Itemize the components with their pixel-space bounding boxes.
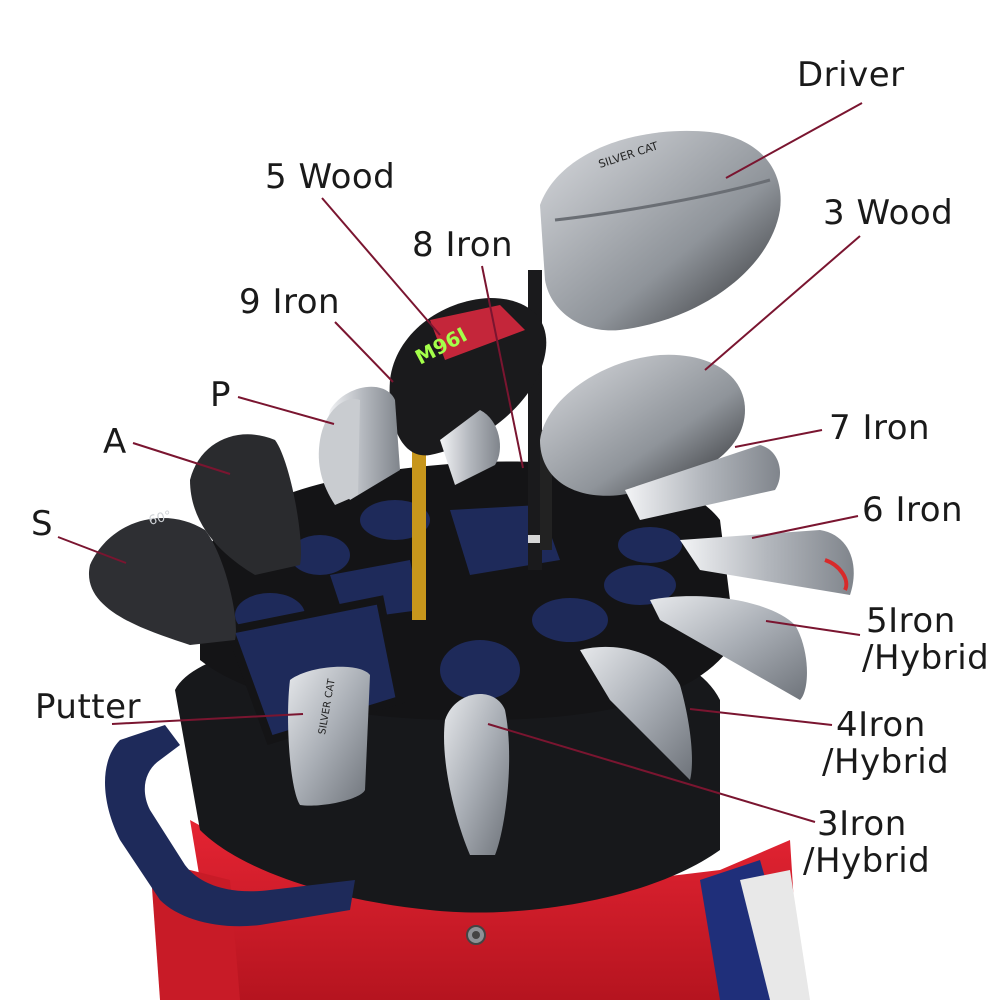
- label-4-iron-hybrid-line1: 4Iron: [836, 705, 926, 745]
- p-wedge-head: [318, 399, 360, 505]
- label-a: A: [103, 422, 127, 462]
- putter-club: SILVER CAT: [288, 666, 370, 806]
- label-p: P: [210, 375, 232, 415]
- driver-club: SILVER CAT: [540, 130, 781, 331]
- label-5-wood: 5 Wood: [265, 157, 396, 197]
- label-s: S: [31, 504, 54, 544]
- label-3-iron-hybrid-line2: /Hybrid: [803, 840, 931, 881]
- label-6-iron: 6 Iron: [862, 490, 964, 530]
- label-4-iron-hybrid: 4Iron /Hybrid: [822, 707, 949, 780]
- label-5-iron-hybrid-line2: /Hybrid: [862, 637, 990, 678]
- label-driver: Driver: [797, 55, 905, 95]
- bag-handle: [105, 725, 355, 927]
- s-wedge-loft-mark: 60°: [147, 508, 173, 528]
- label-3-wood: 3 Wood: [823, 193, 954, 233]
- 3-wood-club: [540, 354, 745, 496]
- label-9-iron: 9 Iron: [239, 282, 341, 322]
- label-4-iron-hybrid-line2: /Hybrid: [822, 741, 950, 782]
- label-7-iron: 7 Iron: [829, 408, 931, 448]
- label-3-iron-hybrid-line1: 3Iron: [817, 804, 907, 844]
- label-putter: Putter: [35, 687, 142, 727]
- 7-iron-head: [625, 445, 780, 520]
- 6-iron-head: [680, 530, 854, 595]
- label-8-iron: 8 Iron: [412, 225, 514, 265]
- label-3-iron-hybrid: 3Iron /Hybrid: [803, 806, 930, 879]
- label-5-iron-hybrid: 5Iron /Hybrid: [862, 603, 989, 676]
- label-5-iron-hybrid-line1: 5Iron: [866, 601, 956, 641]
